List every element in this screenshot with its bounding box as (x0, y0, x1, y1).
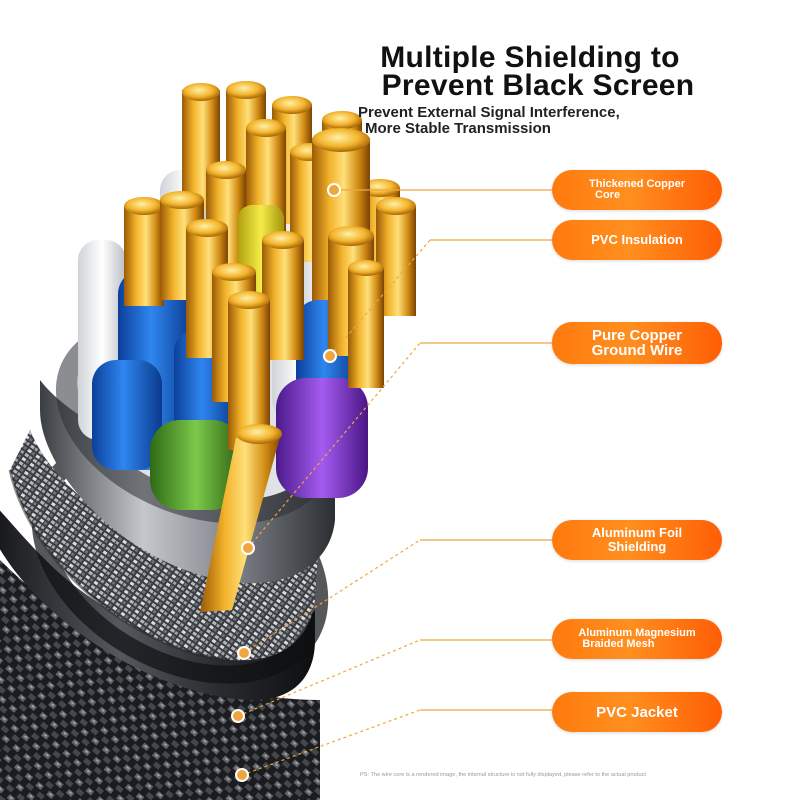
footnote: PS: The wire core is a rendered image, t… (360, 772, 646, 778)
label-text-line-1: Pure Copper (591, 327, 682, 344)
label-text: PVC Insulation (591, 232, 683, 247)
subtitle-line-2: More Stable Transmission (365, 120, 551, 137)
label-aluminum-foil-shielding: Aluminum Foil Shielding (552, 520, 722, 560)
page-title-line-2: Prevent Black Screen (381, 69, 695, 102)
page-title-line-1: Multiple Shielding to (380, 41, 680, 74)
label-pvc-insulation: PVC Insulation (552, 220, 722, 260)
label-pure-copper-ground-wire: Pure Copper Ground Wire (552, 322, 722, 364)
leader-dot-ground-wire-icon (241, 541, 255, 555)
leader-dot-insulation-icon (323, 349, 337, 363)
subtitle-line-1: Prevent External Signal Interference, (358, 104, 620, 121)
label-text-line-1: Aluminum Foil (591, 525, 683, 540)
label-text: PVC Jacket (596, 703, 678, 721)
leader-dot-mesh-icon (231, 709, 245, 723)
label-text-line-1: Aluminum Magnesium (578, 627, 696, 639)
leader-dot-copper-core-icon (327, 183, 341, 197)
label-aluminum-magnesium-braided-mesh: Aluminum Magnesium Braided Mesh (552, 619, 722, 659)
label-text-line-2: Shielding (607, 539, 667, 554)
label-pvc-jacket: PVC Jacket (552, 692, 722, 732)
label-text-line-2: Ground Wire (591, 342, 683, 359)
label-text-line-2: Core (595, 189, 621, 201)
leader-dot-jacket-icon (235, 768, 249, 782)
label-text-line-2: Braided Mesh (582, 638, 655, 650)
label-text-line-1: Thickened Copper (589, 178, 685, 190)
leader-dot-foil-icon (237, 646, 251, 660)
label-thickened-copper-core: Thickened Copper Core (552, 170, 722, 210)
